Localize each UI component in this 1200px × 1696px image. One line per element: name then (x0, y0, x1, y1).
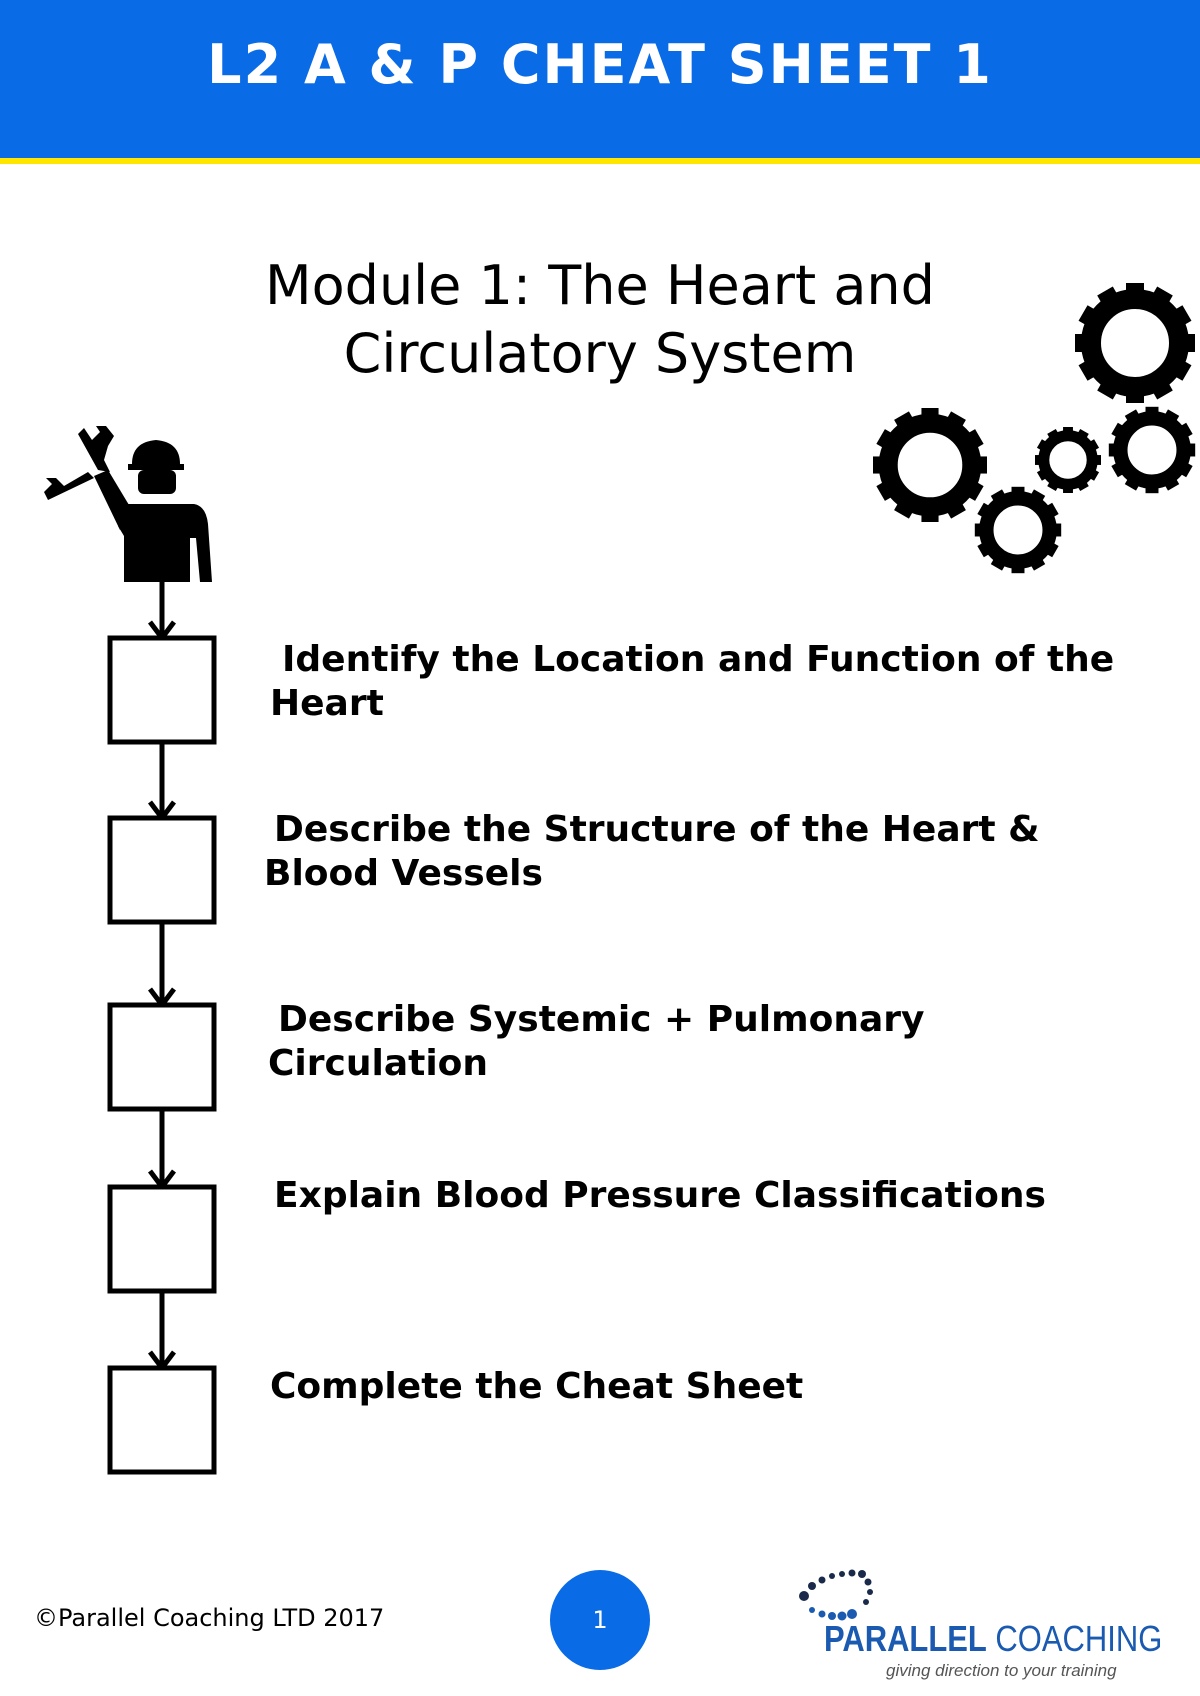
gear-right (1109, 407, 1195, 493)
step-3-checkbox[interactable] (107, 1002, 217, 1112)
step-4-checkbox[interactable] (107, 1184, 217, 1294)
logo-tagline: giving direction to your training (886, 1661, 1117, 1680)
gear-small-middle (1035, 427, 1101, 493)
page-number: 1 (592, 1606, 608, 1634)
copyright-text: ©Parallel Coaching LTD 2017 (34, 1604, 385, 1632)
gear-large-top (1075, 283, 1195, 403)
step-2-label: Describe the Structure of the Heart & Bl… (264, 808, 1144, 896)
logo-brand-bold: PARALLEL (824, 1618, 987, 1659)
module-title: Module 1: The Heart and Circulatory Syst… (200, 252, 1000, 388)
step-5-checkbox[interactable] (107, 1365, 217, 1475)
parallel-coaching-logo: PARALLEL COACHING giving direction to yo… (790, 1556, 1190, 1686)
step-5-line1: Complete the Cheat Sheet (270, 1366, 804, 1407)
header-banner: L2 A & P CHEAT SHEET 1 (0, 0, 1200, 164)
page-number-badge: 1 (550, 1570, 650, 1670)
worker-with-wrench-icon (44, 426, 212, 582)
step-1-line2: Heart (270, 683, 384, 724)
gear-left (873, 408, 987, 522)
step-3-label: Describe Systemic + Pulmonary Circulatio… (268, 998, 1148, 1086)
sheet-title: L2 A & P CHEAT SHEET 1 (207, 32, 993, 96)
step-3-line2: Circulation (268, 1043, 489, 1084)
step-1-label: Identify the Location and Function of th… (270, 638, 1150, 726)
module-title-line1: Module 1: The Heart and (265, 254, 935, 317)
step-4-label: Explain Blood Pressure Classifications (274, 1174, 1154, 1218)
module-title-line2: Circulatory System (343, 322, 857, 385)
logo-swirl-icon (799, 1569, 873, 1621)
step-4-line1: Explain Blood Pressure Classifications (274, 1175, 1046, 1216)
step-3-line1: Describe Systemic + Pulmonary (278, 999, 925, 1040)
step-5-label: Complete the Cheat Sheet (270, 1365, 1150, 1409)
logo-brand-light: COACHING (986, 1618, 1163, 1659)
step-2-line1: Describe the Structure of the Heart & (274, 809, 1040, 850)
step-2-line2: Blood Vessels (264, 853, 543, 894)
step-1-checkbox[interactable] (107, 635, 217, 745)
step-2-checkbox[interactable] (107, 815, 217, 925)
gear-bottom (975, 487, 1061, 573)
gears-icon (860, 275, 1200, 595)
step-1-line1: Identify the Location and Function of th… (282, 639, 1115, 680)
logo-brand-text: PARALLEL COACHING (824, 1618, 1162, 1660)
step-flowchart (107, 580, 217, 1475)
